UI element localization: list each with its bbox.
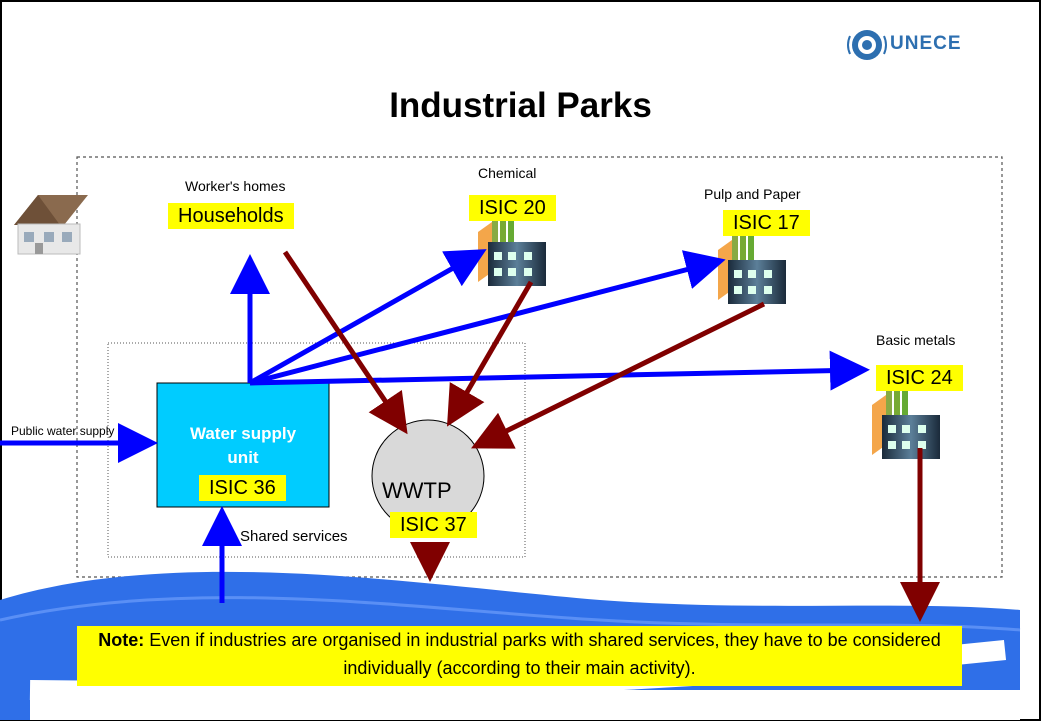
un-emblem-icon xyxy=(847,30,887,60)
tag-isic-20: ISIC 20 xyxy=(469,195,556,221)
note-bold: Note: xyxy=(98,630,145,650)
house-icon xyxy=(14,195,88,255)
factory-basic-metals-icon xyxy=(872,385,940,459)
waste-households-to-wwtp xyxy=(282,250,408,435)
label-shared-services: Shared services xyxy=(240,528,348,545)
unece-logo-text: UNECE xyxy=(890,33,962,54)
wwtp-label: WWTP xyxy=(382,478,452,503)
waste-chemical-to-wwtp xyxy=(446,280,534,427)
factory-pulp-paper-icon xyxy=(718,230,786,304)
label-chemical: Chemical xyxy=(478,165,537,181)
label-pulp-paper: Pulp and Paper xyxy=(704,186,801,202)
tag-isic-17: ISIC 17 xyxy=(723,210,810,236)
tag-isic-36: ISIC 36 xyxy=(199,475,286,501)
tag-households: Households xyxy=(168,203,294,229)
flow-to-pulp-paper xyxy=(249,250,726,386)
label-workers-homes: Worker's homes xyxy=(185,178,286,194)
label-public-water-supply: Public water supply xyxy=(11,424,115,438)
flow-to-basic-metals xyxy=(249,350,870,391)
note-text: Even if industries are organised in indu… xyxy=(144,630,941,678)
shared-services-boundary xyxy=(107,342,526,558)
page-title: Industrial Parks xyxy=(389,86,652,125)
industrial-park-boundary xyxy=(76,156,1003,578)
flow-to-chemical xyxy=(248,249,487,386)
waste-pulp-to-wwtp xyxy=(471,301,766,449)
water-supply-unit-label-2: unit xyxy=(227,448,259,467)
tag-isic-24: ISIC 24 xyxy=(876,365,963,391)
water-supply-unit-label-1: Water supply xyxy=(189,424,297,443)
label-basic-metals: Basic metals xyxy=(876,332,956,348)
factory-chemical-icon xyxy=(478,212,546,286)
tag-isic-37: ISIC 37 xyxy=(390,512,477,538)
note-box: Note: Even if industries are organised i… xyxy=(77,626,962,686)
